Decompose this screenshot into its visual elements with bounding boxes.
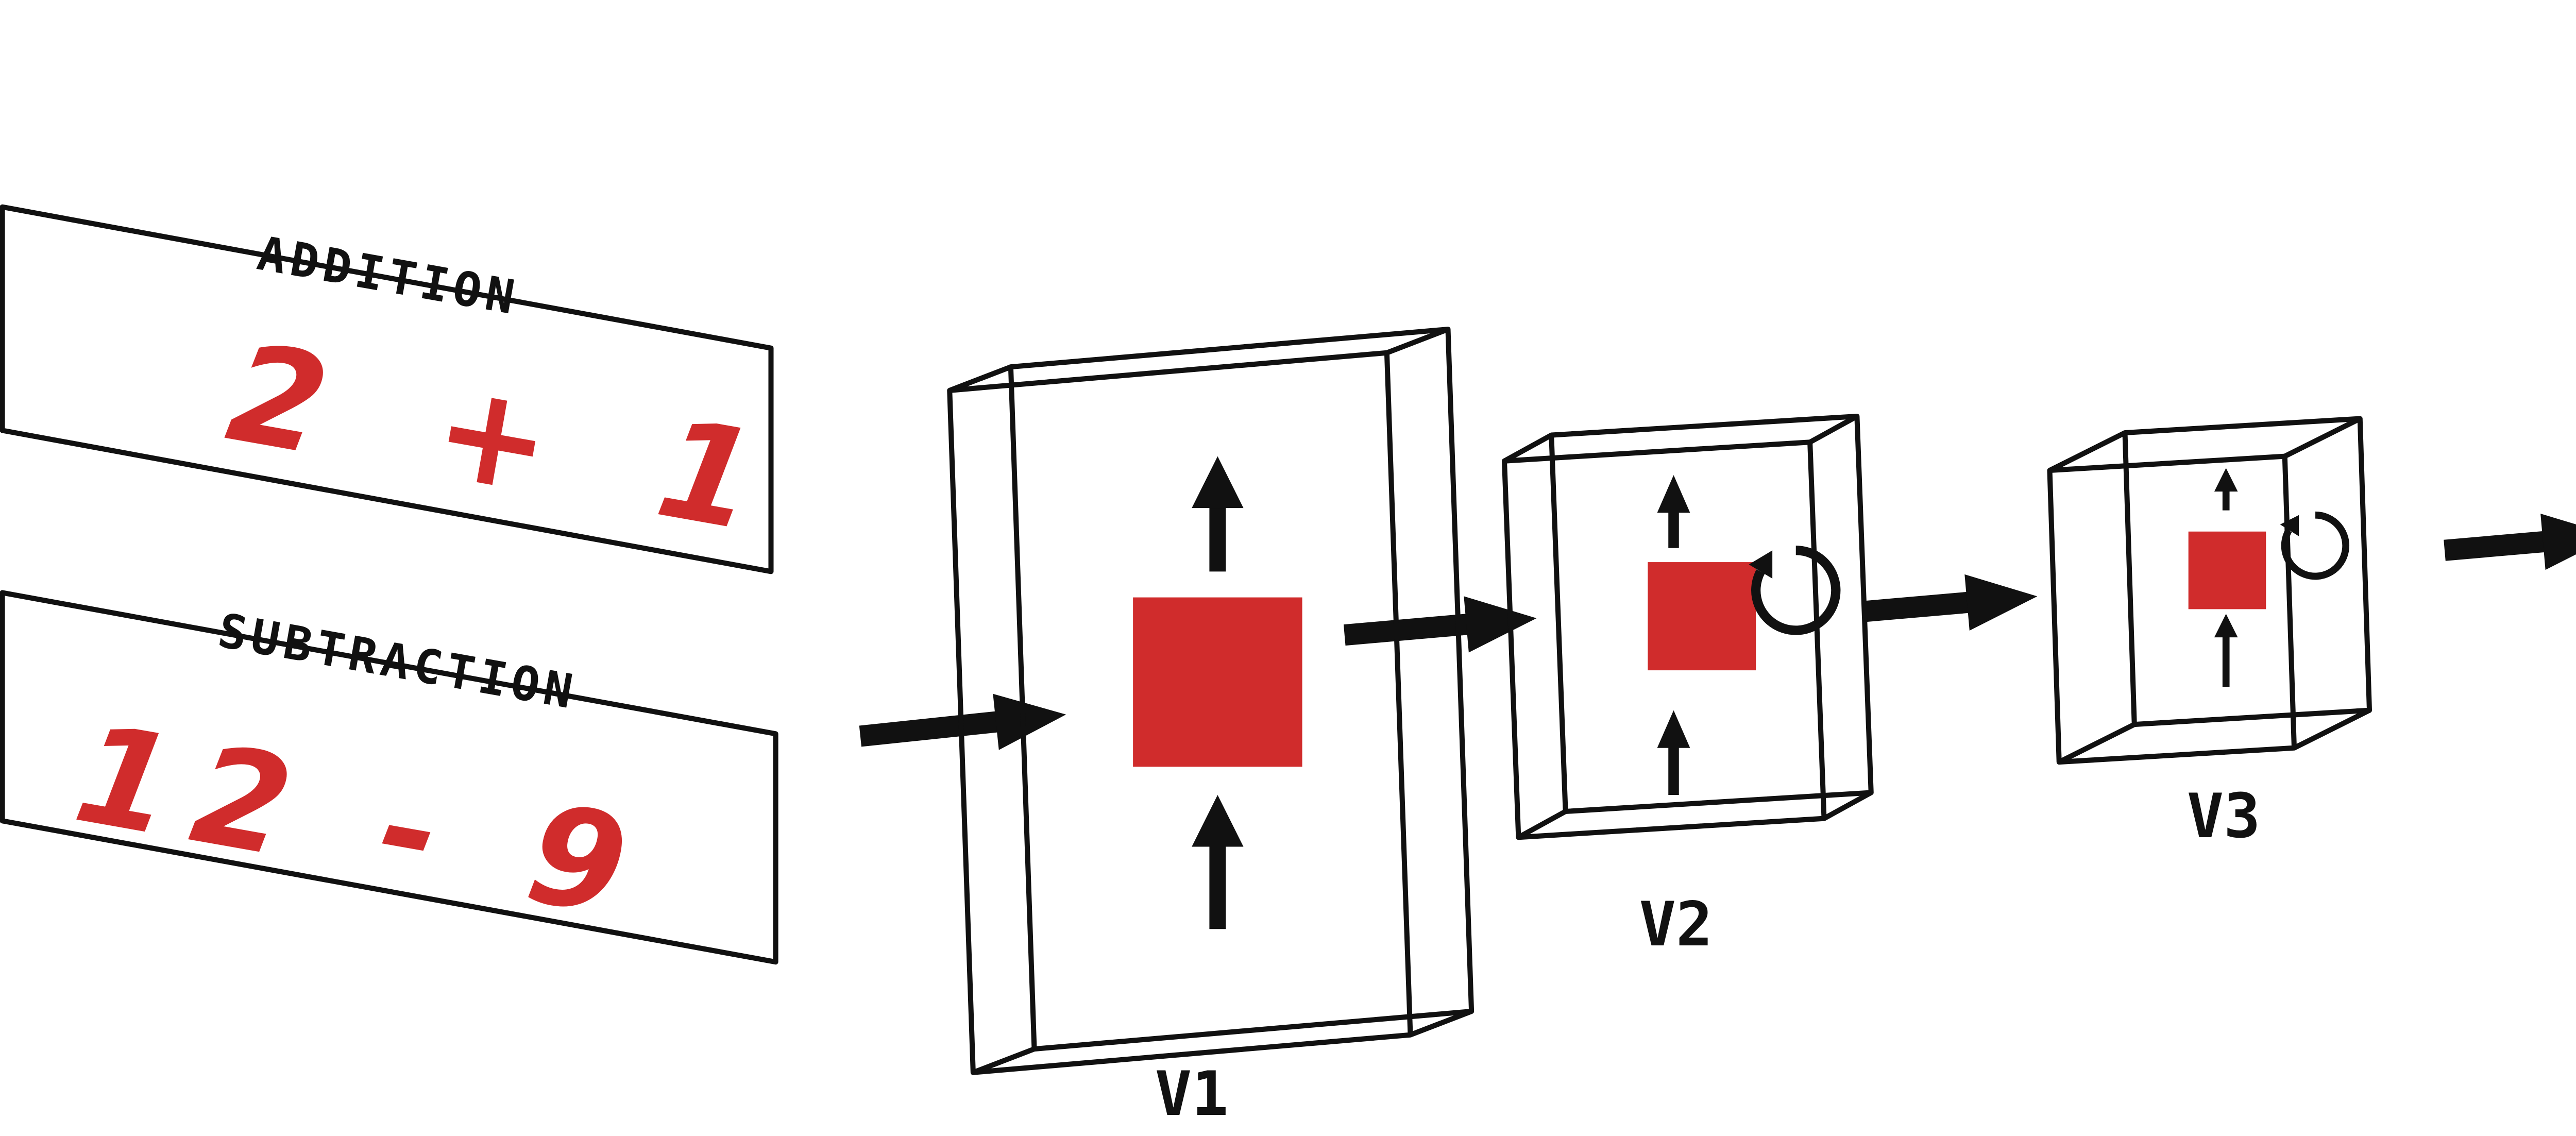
arrow-head-icon [1657,475,1690,513]
arrow-head-icon [2214,614,2238,638]
stage-v3: V3 [2047,416,2372,852]
arrow-shaft [1343,612,1486,646]
addition-panel: ADDITION 2 + 1 [0,204,800,574]
stage-v1: V1 [947,327,1475,1129]
arrow-shaft [859,709,1016,747]
rotation-arc [2281,511,2349,580]
v2-shift-up-arrow [1657,475,1690,548]
v2-feature-square [1648,562,1756,671]
arrow-input-to-v1 [859,693,1066,750]
arrow-shaft [2444,529,2563,561]
arrow-head-icon [1657,710,1690,748]
v1-feature-square [1133,597,1302,767]
subtraction-panel: SUBTRACTION 12 - 9 [0,590,778,965]
arrow-head-icon [2540,513,2576,570]
arrow-head-icon [1964,574,2038,631]
v1-shift-up-arrow-bottom [1192,795,1244,929]
v3-shift-up-arrow-bottom [2214,614,2238,687]
arrow-head-icon [2214,468,2238,492]
v3-rotation-arrow-icon [2280,511,2349,580]
arrow-head-icon [1464,596,1537,653]
addition-panel-outline [0,204,774,574]
arrow-head-icon [993,693,1066,750]
v2-label: V2 [1639,889,1713,960]
v1-box-front-face [947,350,1413,1075]
arrow-v1-to-v2 [1343,596,1537,653]
v2-box-depth-edges [1503,414,1873,840]
v3-label: V3 [2187,781,2261,852]
v3-box-front-face [2047,453,2297,765]
arrow-v3-to-ips [2444,513,2576,570]
v2-rotation-arrow-icon [1749,546,1841,635]
v3-shift-up-arrow [2214,468,2238,511]
v2-shift-up-arrow-bottom [1657,710,1690,795]
v3-feature-square [2188,531,2266,609]
rotation-arrow-head-icon [2280,515,2299,536]
rotation-arc [1751,546,1841,635]
v2-box-front-face [1501,439,1827,840]
v1-box-depth-edges [948,327,1472,1075]
arrow-v2-to-v3 [1863,574,2038,631]
arrow-head-icon [1192,456,1244,508]
v1-label: V1 [1155,1058,1229,1129]
arrow-shaft [1863,590,1987,622]
arrow-head-icon [1192,795,1244,847]
stage-v2: V2 [1501,414,1874,960]
v3-box-depth-edges [2048,416,2371,765]
rotation-arrow-head-icon [1749,550,1773,579]
v1-shift-up-arrow [1192,456,1244,572]
subtraction-panel-outline [0,590,778,965]
